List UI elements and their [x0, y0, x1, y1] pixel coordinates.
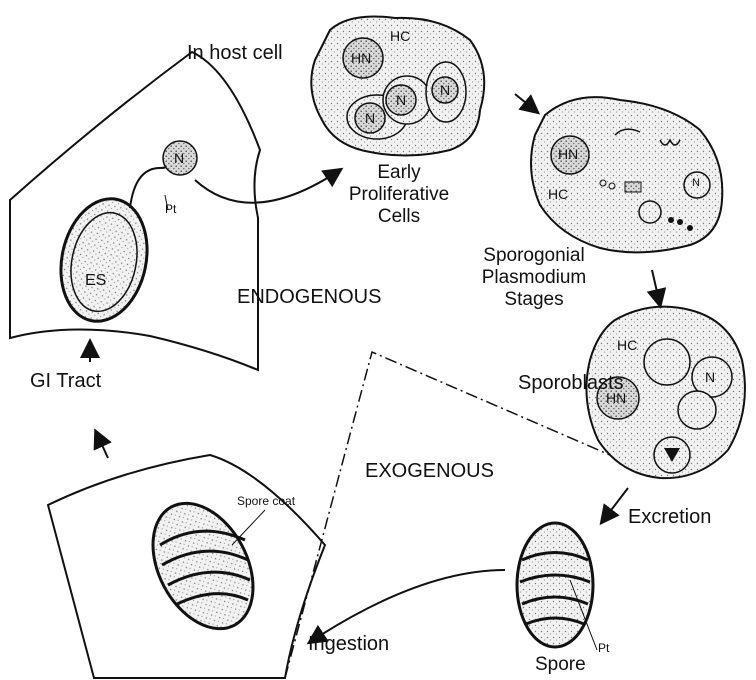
early-n3-label: N	[440, 82, 450, 98]
spore	[517, 523, 597, 650]
gi-es-label: ES	[85, 272, 106, 290]
arrow-to-sporoblasts	[652, 270, 660, 305]
label-excretion: Excretion	[628, 506, 711, 529]
arrow-to-early-cells	[195, 170, 340, 203]
arrow-gi-tract-from-lower	[96, 432, 108, 458]
label-pt-lower: Pt	[598, 642, 609, 656]
spor-n-label: N	[692, 177, 700, 189]
spor-hn-label: HN	[558, 146, 578, 162]
early-n1-label: N	[365, 110, 375, 126]
arrow-ingestion	[310, 570, 505, 642]
arrow-to-sporogonial	[515, 94, 537, 112]
label-gi-tract: GI Tract	[30, 370, 101, 393]
arrow-to-spore	[602, 488, 628, 522]
label-pt-upper: Pt	[165, 203, 176, 217]
label-exogenous: EXOGENOUS	[365, 460, 494, 483]
extruding-spore	[50, 141, 197, 329]
label-spore-coat: Spore coat	[237, 495, 295, 509]
sporogonial-cell	[531, 97, 722, 252]
spor-hc-label: HC	[548, 186, 568, 202]
early-hc-label: HC	[390, 28, 410, 44]
sporoblast-hc-label: HC	[617, 337, 637, 353]
label-endogenous: ENDOGENOUS	[237, 286, 381, 309]
label-spore: Spore	[535, 654, 586, 676]
gi-n-label: N	[174, 150, 184, 166]
early-hn-label: HN	[351, 50, 371, 66]
early-n2-label: N	[396, 92, 406, 108]
sporoblast-n-label: N	[705, 369, 715, 385]
label-ingestion: Ingestion	[308, 633, 389, 656]
label-in-host-cell: In host cell	[187, 42, 283, 65]
label-sporogonial: Sporogonial Plasmodium Stages	[470, 245, 598, 311]
sporoblast-hn-label: HN	[606, 390, 626, 406]
ingested-spore	[133, 486, 274, 646]
label-early-proliferative: Early Proliferative Cells	[335, 162, 463, 228]
